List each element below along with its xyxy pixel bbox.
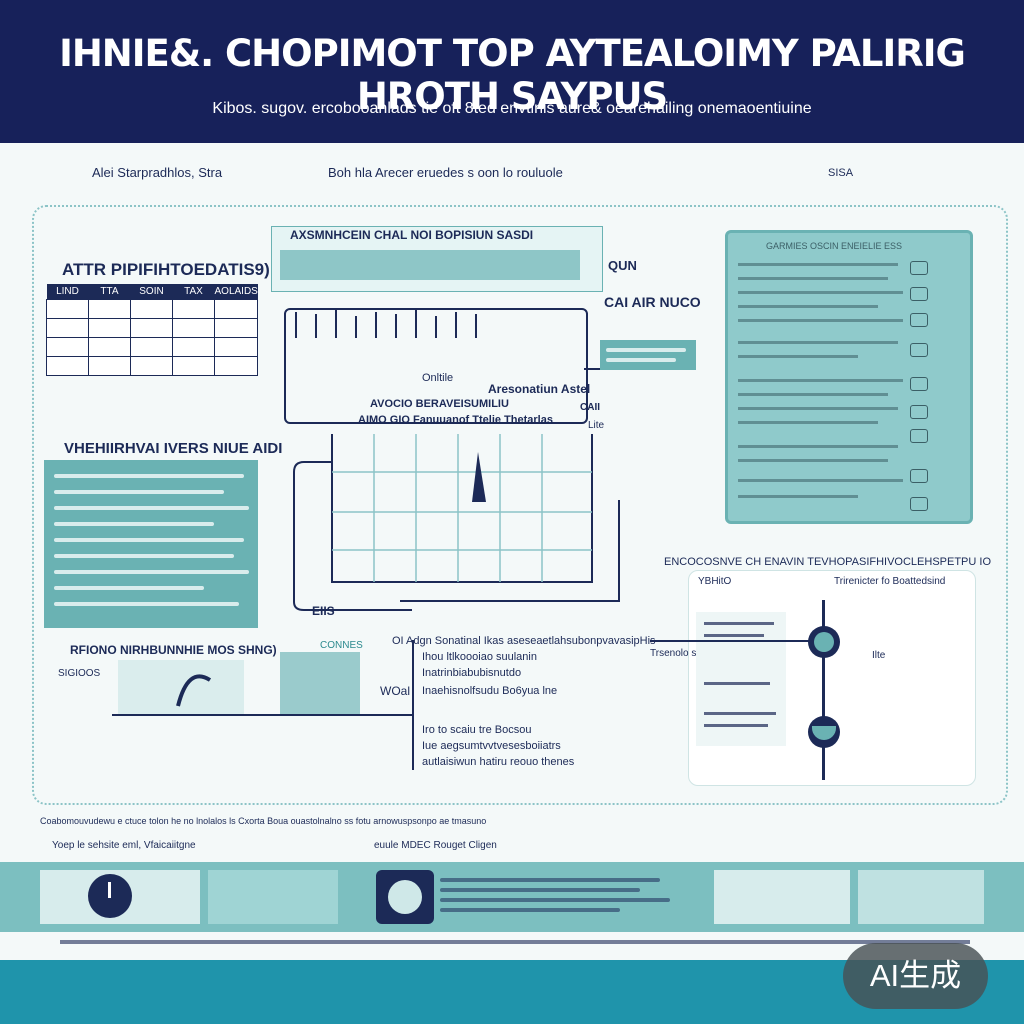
center-label-d: Lite bbox=[588, 420, 605, 431]
center-side-label: QUN bbox=[608, 258, 637, 273]
footer-tile-icon bbox=[376, 870, 434, 924]
header-banner bbox=[0, 0, 1024, 143]
left-info-panel bbox=[44, 460, 258, 628]
bottom-left-label: SIGIOOS bbox=[58, 668, 101, 679]
left-panel-title: VHEHIIRHVAI IVERS NIUE AIDI bbox=[64, 440, 283, 457]
bottom-center-wo-label: WOal bbox=[380, 684, 410, 698]
center-banner-strip bbox=[280, 250, 580, 280]
doc-icon bbox=[910, 313, 928, 327]
footer-rule bbox=[60, 940, 970, 944]
center-grid-label: EIIS bbox=[312, 604, 335, 618]
footer-tile bbox=[714, 870, 850, 924]
doc-icon bbox=[910, 429, 928, 443]
table-header-5: AOLAIDS bbox=[214, 284, 258, 300]
marker-icon bbox=[472, 452, 486, 502]
right-panel-tab bbox=[600, 340, 696, 370]
bottom-center-line-4: Inaehisnolfsudu Bo6yua lne bbox=[422, 685, 558, 697]
doc-icon bbox=[910, 497, 928, 511]
bottom-center-line-1: OI Adgn Sonatinal Ikas aseseaetlahsubonp… bbox=[392, 635, 656, 647]
bottom-left-visual bbox=[118, 656, 244, 716]
right-panel-heading: GARMIES OSCIN ENEIELIE ESS bbox=[766, 241, 903, 251]
person-icon bbox=[388, 880, 422, 914]
bottom-center-line-2: Ihou ltlkoooiao suulanin bbox=[422, 651, 537, 663]
footer-tile bbox=[858, 870, 984, 924]
center-top-frame bbox=[284, 308, 588, 424]
doc-icon bbox=[910, 261, 928, 275]
right-bottom-label-a: YBHitO bbox=[698, 576, 732, 587]
table-title: ATTR PIPIFIHTOEDATIS9) bbox=[62, 260, 270, 279]
center-banner-title: AXSMNHCEIN CHAL NOI BOPISIUN SASDI bbox=[290, 228, 534, 242]
table-header-2: TTA bbox=[88, 284, 131, 300]
bottom-chart-area bbox=[280, 652, 360, 716]
data-table: LIND TTA SOIN TAX AOLAIDS bbox=[46, 284, 259, 376]
doc-icon bbox=[910, 405, 928, 419]
bottom-center-line-7: autlaisiwun hatiru reouo thenes bbox=[422, 756, 575, 768]
top-label-left: Alei Starpradhlos, Stra bbox=[92, 165, 223, 180]
bottom-left-chart-label: CONNES bbox=[320, 640, 363, 651]
footnote-line-2: Yoep le sehsite eml, Vfaicaiitgne bbox=[52, 840, 196, 851]
bottom-center-line-3: Inatrinbiabubisnutdo bbox=[422, 667, 522, 679]
doc-icon bbox=[910, 469, 928, 483]
right-bottom-heading: ENCOCOSNVE CH ENAVIN TEVHOPASIFHIVOCLEHS… bbox=[664, 556, 992, 568]
footer-tile bbox=[208, 870, 338, 924]
right-bottom-label-d: Ilte bbox=[872, 650, 886, 661]
table-header-1: LIND bbox=[46, 284, 89, 300]
center-grid-title-2: AIMO GIO Fanuuanof Ttelie Thetarlas bbox=[358, 414, 553, 426]
table-row bbox=[46, 337, 259, 357]
right-info-panel: GARMIES OSCIN ENEIELIE ESS bbox=[725, 230, 973, 524]
center-label-c: CAII bbox=[580, 402, 600, 413]
bar-strip-icon bbox=[295, 310, 477, 338]
top-label-right: SISA bbox=[828, 167, 854, 179]
table-row bbox=[46, 318, 259, 338]
main-frame bbox=[32, 205, 1008, 805]
footer-text-block bbox=[440, 872, 680, 922]
right-bottom-label-b: Trirenicter fo Boattedsind bbox=[834, 576, 946, 587]
footnote-line-3: euule MDEC Rouget Cligen bbox=[374, 840, 497, 851]
table-header-3: SOIN bbox=[130, 284, 173, 300]
table-row bbox=[46, 356, 259, 376]
right-bottom-label-c: Trsenolo sranpidliulu bbox=[650, 648, 742, 659]
doc-icon bbox=[910, 377, 928, 391]
footer-tile bbox=[40, 870, 200, 924]
footer-image-band bbox=[0, 862, 1024, 932]
center-top-bars bbox=[286, 308, 506, 342]
bottom-center-line-6: Iue aegsumtvvtvesesboiiatrs bbox=[422, 740, 561, 752]
footnote-line-1: Coabomouvudewu e ctuce tolon he no lnola… bbox=[40, 816, 487, 826]
bottom-center-line-5: Iro to scaiu tre Bocsou bbox=[422, 724, 532, 736]
table-header-4: TAX bbox=[172, 284, 215, 300]
center-label-a: Onltile bbox=[422, 372, 454, 384]
bottom-left-title: RFIONO NIRHBUNNHIE MOS SHNG) bbox=[70, 643, 277, 657]
right-panel-side-label: CAI AIR NUCO bbox=[604, 294, 701, 310]
top-label-center: Boh hla Arecer eruedes s oon lo rouluole bbox=[328, 165, 563, 180]
right-bottom-list bbox=[696, 612, 786, 746]
doc-icon bbox=[910, 287, 928, 301]
center-grid-title-1: AVOCIO BERAVEISUMILIU bbox=[370, 398, 509, 410]
curve-icon bbox=[176, 674, 212, 707]
page-subtitle: Kibos. sugov. ercobooanlads tie oft 8ted… bbox=[212, 100, 812, 117]
center-grid-chart bbox=[292, 432, 622, 612]
page-title: IHNIE&. CHOPIMOT TOP AYTEALOIMY PALIRIG … bbox=[59, 32, 966, 118]
table-row bbox=[46, 299, 259, 319]
ai-generated-badge: AI生成 bbox=[843, 943, 988, 1009]
doc-icon bbox=[910, 343, 928, 357]
center-label-b: Aresonatiun Astel bbox=[488, 382, 591, 396]
